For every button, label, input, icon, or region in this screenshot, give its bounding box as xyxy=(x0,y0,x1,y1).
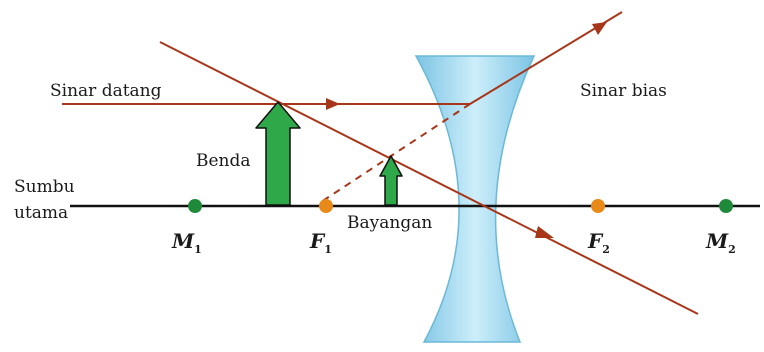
virtual-ray-extension xyxy=(317,103,471,205)
incoming-ray-label: Sinar datang xyxy=(50,81,162,101)
object-arrow xyxy=(255,101,301,206)
m1-label: M1 xyxy=(171,229,202,256)
image-arrow xyxy=(379,155,403,206)
focal-point-f1-dot xyxy=(319,199,333,213)
center-of-curvature-m1-dot xyxy=(188,199,202,213)
incoming-ray-arrowhead xyxy=(326,98,340,110)
concave-lens xyxy=(414,55,536,343)
image-label: Bayangan xyxy=(347,213,432,233)
principal-axis-label-line2: utama xyxy=(14,203,68,223)
f2-label: F2 xyxy=(587,229,610,256)
focal-point-f2-dot xyxy=(591,199,605,213)
m2-label: M2 xyxy=(705,229,736,256)
center-of-curvature-m2-dot xyxy=(719,199,733,213)
refracted-ray-arrowhead xyxy=(592,22,607,35)
central-ray-arrowhead xyxy=(535,226,554,238)
refracted-ray-label: Sinar bias xyxy=(580,81,667,101)
principal-axis-label-line1: Sumbu xyxy=(14,177,75,197)
central-ray xyxy=(159,41,699,315)
object-label: Benda xyxy=(196,151,251,171)
f1-label: F1 xyxy=(309,229,332,256)
